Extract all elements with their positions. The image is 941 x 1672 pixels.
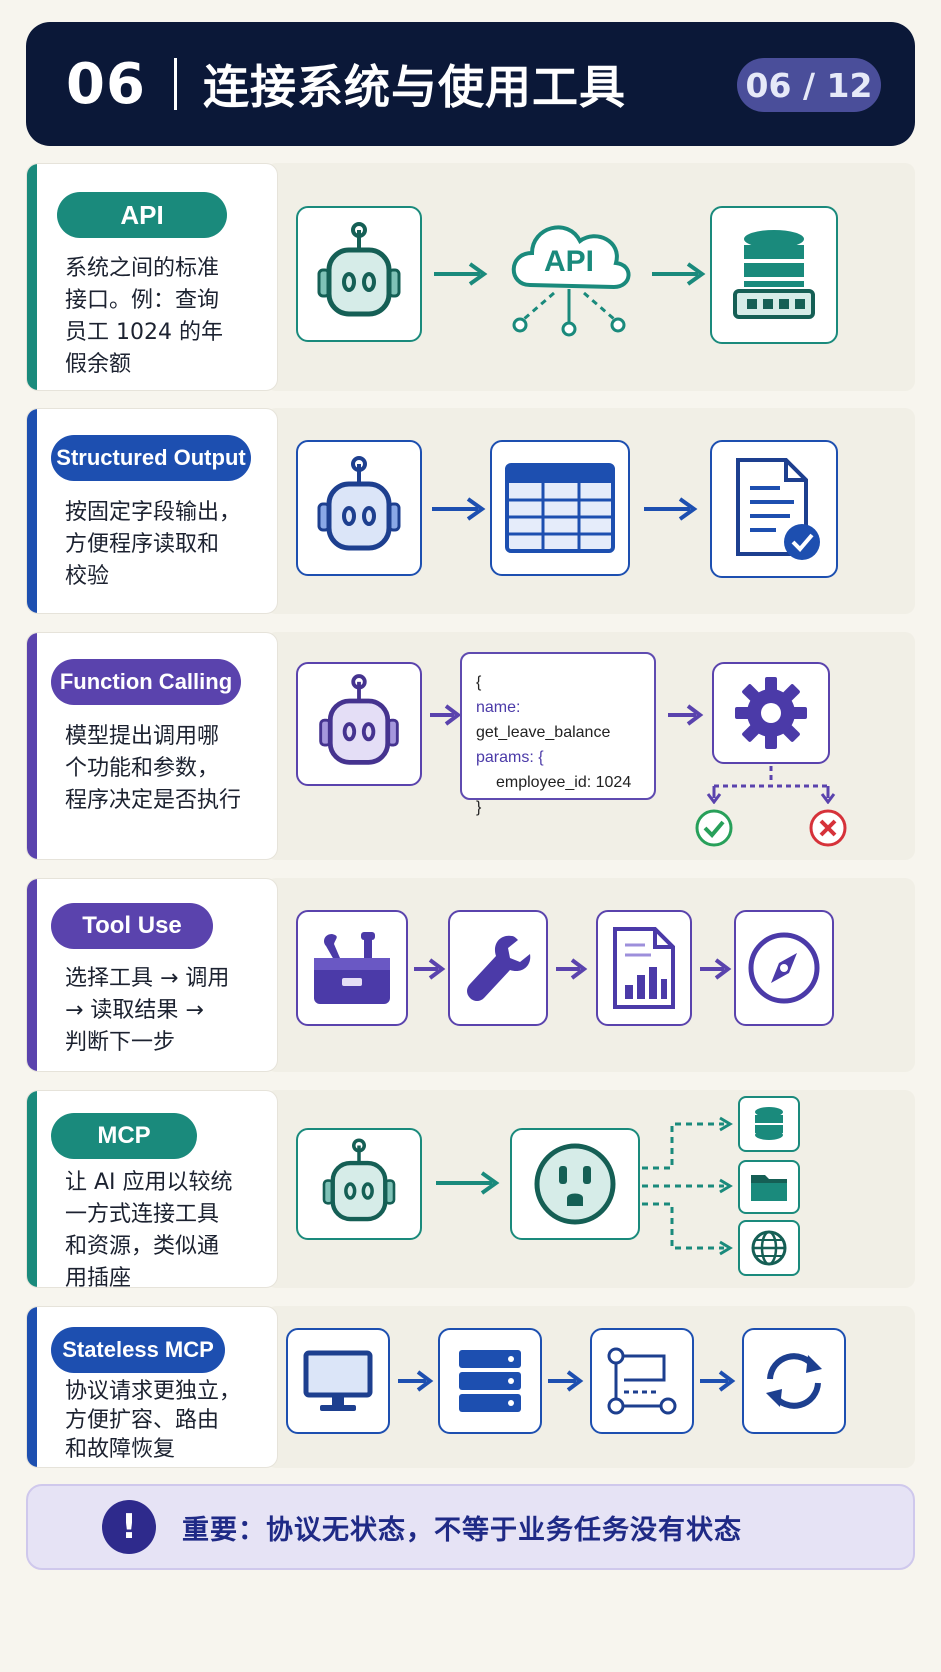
page-title: 连接系统与使用工具 xyxy=(202,60,626,114)
api-description: 系统之间的标准 接口。例：查询 员工 1024 的年 假余额 xyxy=(65,256,223,377)
gear-icon xyxy=(712,662,830,764)
power-socket-icon xyxy=(510,1128,640,1240)
arrow-right-icon xyxy=(430,704,462,726)
section-function-calling: Function Calling 模型提出调用哪 个功能和参数， 程序决定是否执… xyxy=(26,632,915,860)
arrow-right-icon xyxy=(668,704,704,726)
database-server-icon xyxy=(710,206,838,344)
section-number: 06 xyxy=(66,51,146,117)
function-calling-pill: Function Calling xyxy=(51,659,241,705)
arrow-right-icon xyxy=(432,497,486,521)
mcp-description: 让 AI 应用以较统 一方式连接工具 和资源，类似通 用插座 xyxy=(65,1170,233,1288)
arrow-right-icon xyxy=(414,958,446,980)
robot-icon xyxy=(296,662,422,786)
section-tool-use: Tool Use 选择工具 → 调用 → 读取结果 → 判断下一步 xyxy=(26,878,915,1072)
cross-circle-icon xyxy=(809,809,847,847)
globe-icon xyxy=(738,1220,800,1276)
tool-use-pill: Tool Use xyxy=(51,903,213,949)
compass-icon xyxy=(734,910,834,1026)
server-stack-icon xyxy=(438,1328,542,1434)
arrow-right-icon xyxy=(700,958,732,980)
structured-output-description: 按固定字段输出， 方便程序读取和 校验 xyxy=(65,500,242,589)
robot-icon xyxy=(296,1128,422,1240)
tool-use-card: Tool Use 选择工具 → 调用 → 读取结果 → 判断下一步 xyxy=(26,878,278,1072)
section-stateless-mcp: Stateless MCP 协议请求更独立， 方便扩容、路由 和故障恢复 xyxy=(26,1306,915,1468)
stateless-mcp-pill: Stateless MCP xyxy=(51,1327,225,1373)
api-cloud-label: API xyxy=(543,245,594,278)
workflow-icon xyxy=(590,1328,694,1434)
header-banner: 06 连接系统与使用工具 06 / 12 xyxy=(26,22,915,146)
function-calling-description: 模型提出调用哪 个功能和参数， 程序决定是否执行 xyxy=(65,724,242,813)
stateless-mcp-description: 协议请求更独立， 方便扩容、路由 和故障恢复 xyxy=(65,1379,242,1462)
function-call-json: { name: get_leave_balance params: { empl… xyxy=(460,652,656,816)
section-mcp: MCP 让 AI 应用以较统 一方式连接工具 和资源，类似通 用插座 xyxy=(26,1090,915,1288)
arrow-right-icon xyxy=(556,958,588,980)
header-divider xyxy=(173,58,177,110)
arrow-right-icon xyxy=(652,262,706,286)
database-icon xyxy=(738,1096,800,1152)
table-icon xyxy=(490,440,630,576)
robot-icon xyxy=(296,206,422,342)
arrow-right-icon xyxy=(644,497,698,521)
structured-output-card: Structured Output 按固定字段输出， 方便程序读取和 校验 xyxy=(26,408,278,614)
arrow-right-icon xyxy=(436,1171,500,1195)
important-note-text: 重要：协议无状态，不等于业务任务没有状态 xyxy=(182,1514,742,1546)
mcp-card: MCP 让 AI 应用以较统 一方式连接工具 和资源，类似通 用插座 xyxy=(26,1090,278,1288)
arrow-right-icon xyxy=(548,1370,584,1392)
monitor-icon xyxy=(286,1328,390,1434)
arrow-right-icon xyxy=(434,262,488,286)
section-structured-output: Structured Output 按固定字段输出， 方便程序读取和 校验 xyxy=(26,408,915,614)
document-check-icon xyxy=(710,440,838,578)
robot-icon xyxy=(296,440,422,576)
api-card: API 系统之间的标准 接口。例：查询 员工 1024 的年 假余额 xyxy=(26,163,278,391)
tool-use-description: 选择工具 → 调用 → 读取结果 → 判断下一步 xyxy=(65,966,230,1055)
page-counter-badge: 06 / 12 xyxy=(737,58,881,112)
api-pill: API xyxy=(57,192,227,238)
arrow-right-icon xyxy=(398,1370,434,1392)
exclamation-icon: ! xyxy=(102,1500,156,1554)
api-cloud-icon: API xyxy=(502,207,636,347)
section-api: API 系统之间的标准 接口。例：查询 员工 1024 的年 假余额 API xyxy=(26,163,915,391)
stateless-mcp-card: Stateless MCP 协议请求更独立， 方便扩容、路由 和故障恢复 xyxy=(26,1306,278,1468)
toolbox-icon xyxy=(296,910,408,1026)
branch-connector xyxy=(706,766,836,804)
structured-output-pill: Structured Output xyxy=(51,435,251,481)
mcp-pill: MCP xyxy=(51,1113,197,1159)
function-calling-card: Function Calling 模型提出调用哪 个功能和参数， 程序决定是否执… xyxy=(26,632,278,860)
sync-icon xyxy=(742,1328,846,1434)
dashed-connector xyxy=(642,1116,733,1256)
folder-icon xyxy=(738,1160,800,1214)
wrench-icon xyxy=(448,910,548,1026)
arrow-right-icon xyxy=(700,1370,736,1392)
report-chart-icon xyxy=(596,910,692,1026)
important-note: ! 重要：协议无状态，不等于业务任务没有状态 xyxy=(26,1484,915,1570)
check-circle-icon xyxy=(695,809,733,847)
